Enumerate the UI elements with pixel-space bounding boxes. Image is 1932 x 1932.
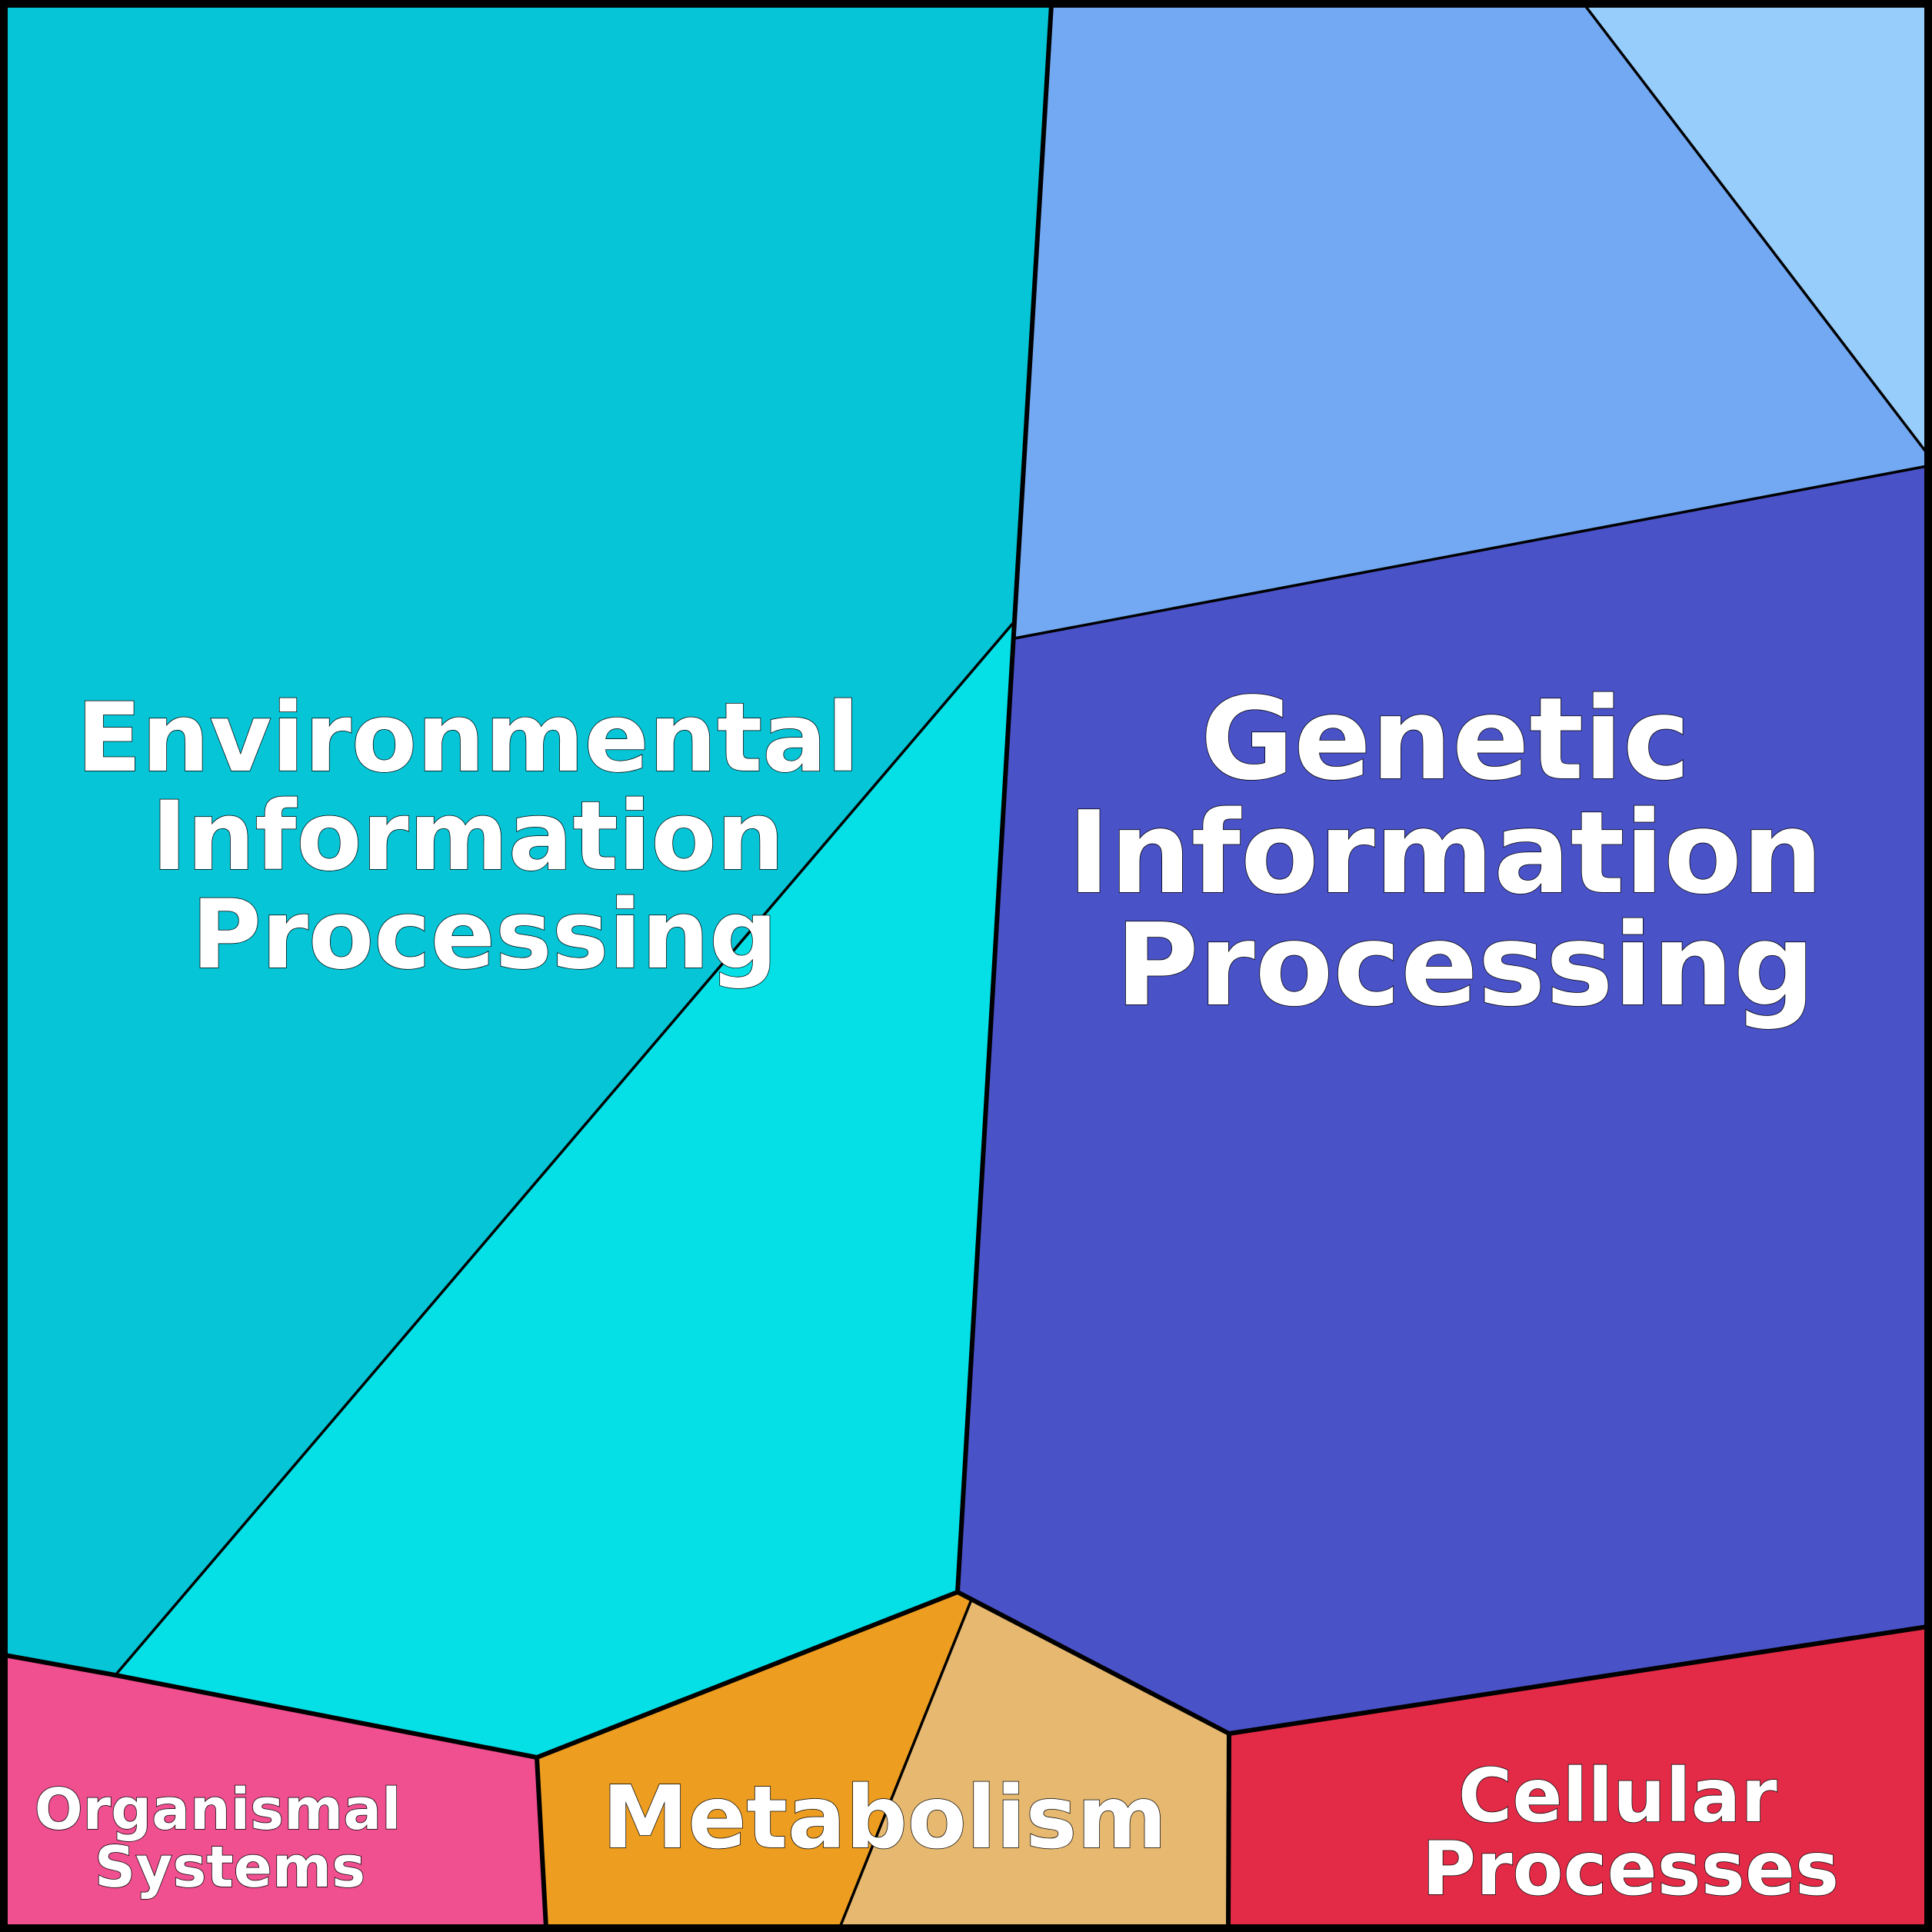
category-borders xyxy=(4,4,1928,1928)
label-environmental-information-processing: Environmental Information Processing xyxy=(76,683,892,991)
label-line: Genetic xyxy=(1201,673,1690,805)
label-cellular-processes: Cellular Processes xyxy=(1422,1753,1839,1912)
label-line: Processing xyxy=(192,880,778,991)
border-genetic-corner-split xyxy=(1583,3,1929,455)
label-line: Cellular xyxy=(1458,1753,1777,1839)
cell-environmental-inner xyxy=(115,621,1014,1757)
label-line: Organismal xyxy=(35,1777,401,1843)
cell-cellular-processes xyxy=(1228,1627,1927,1927)
label-metabolism: Metabolism xyxy=(602,1768,1167,1868)
label-line: Processing xyxy=(1115,899,1814,1031)
sub-cell-borders xyxy=(114,3,1929,1928)
cell-genetic-main xyxy=(958,466,1927,1734)
cell-environmental-outer xyxy=(5,5,1051,1675)
label-line: Information xyxy=(152,781,784,892)
border-organismal-metabolism xyxy=(535,1757,548,1928)
label-genetic-information-processing: Genetic Information Processing xyxy=(1068,673,1863,1031)
label-organismal-systems: Organismal Systems xyxy=(35,1777,421,1900)
cell-genetic-upper xyxy=(1014,5,1927,638)
label-line: Processes xyxy=(1422,1826,1839,1912)
border-metabolism-split xyxy=(838,1599,973,1928)
cell-metabolism-left xyxy=(537,1592,971,1927)
label-line: Information xyxy=(1068,787,1823,919)
label-line: Environmental xyxy=(76,683,859,794)
border-genetic-upper-split xyxy=(1014,465,1928,640)
border-env-metabolism xyxy=(535,1590,959,1760)
cell-organismal-systems xyxy=(5,1655,546,1927)
border-genetic-cellular xyxy=(1228,1624,1928,1736)
border-environmental-split xyxy=(114,620,1016,1677)
label-line: Metabolism xyxy=(602,1768,1167,1868)
border-env-genetic xyxy=(955,4,1054,1593)
cell-metabolism-right xyxy=(840,1600,1229,1927)
label-line: Systems xyxy=(95,1834,365,1900)
border-genetic-metabolism xyxy=(956,1590,1231,1736)
border-metabolism-cellular xyxy=(1226,1733,1231,1928)
border-env-organismal xyxy=(4,1653,538,1760)
